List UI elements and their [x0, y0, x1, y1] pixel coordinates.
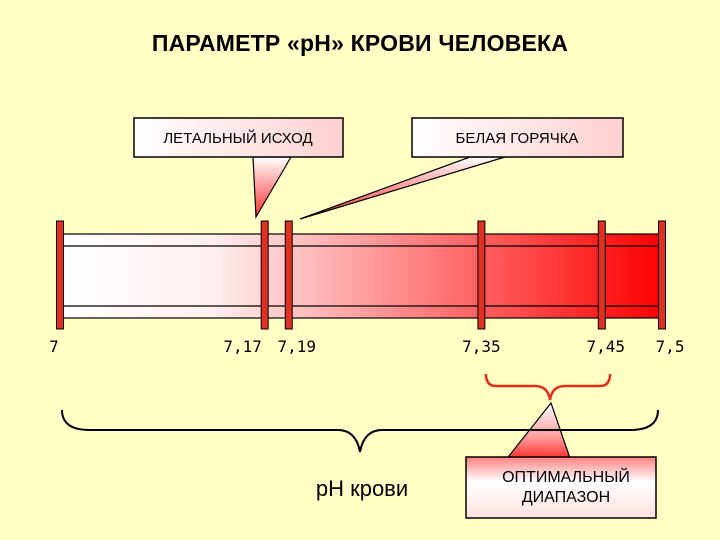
tick-mark	[477, 220, 486, 330]
callout-white-fever: БЕЛАЯ ГОРЯЧКА	[299, 117, 624, 220]
tick-mark	[658, 220, 666, 330]
tick-label: 7,5	[656, 337, 685, 356]
tick-mark	[284, 220, 293, 330]
tick-label: 7,35	[462, 337, 501, 356]
callout-white-fever-box	[411, 117, 624, 158]
tick-mark	[56, 220, 64, 330]
tick-label: 7,45	[587, 337, 626, 356]
callout-lethal-box	[133, 117, 344, 158]
range-label: рН крови	[316, 476, 408, 501]
callout-optimal-pointer	[503, 401, 572, 462]
callout-optimal-box	[465, 456, 657, 519]
ph-bar	[59, 233, 663, 319]
tick-label: 7,17	[223, 337, 262, 356]
callout-optimal-line2: ДИАПАЗОН	[522, 489, 610, 506]
full-range-brace	[61, 409, 659, 453]
callout-lethal: ЛЕТАЛЬНЫЙ ИСХОД	[133, 117, 344, 220]
callout-white-fever-pointer	[299, 156, 506, 220]
tick-label: 7,19	[277, 337, 316, 356]
optimal-range-brace	[484, 373, 612, 401]
tick-mark	[597, 220, 606, 330]
callout-lethal-pointer	[252, 156, 293, 220]
tick-mark	[260, 220, 269, 330]
page-title: ПАРАМЕТР «рН» КРОВИ ЧЕЛОВЕКА	[151, 30, 569, 56]
callout-white-fever-label: БЕЛАЯ ГОРЯЧКА	[456, 130, 579, 147]
callout-lethal-label: ЛЕТАЛЬНЫЙ ИСХОД	[163, 129, 312, 147]
tick-marks	[56, 220, 666, 330]
callout-optimal: ОПТИМАЛЬНЫЙ ДИАПАЗОН	[465, 401, 657, 519]
tick-label: 7	[49, 337, 59, 356]
tick-labels: 7 7,17 7,19 7,35 7,45 7,5	[49, 337, 684, 356]
callout-optimal-line1: ОПТИМАЛЬНЫЙ	[502, 467, 630, 486]
